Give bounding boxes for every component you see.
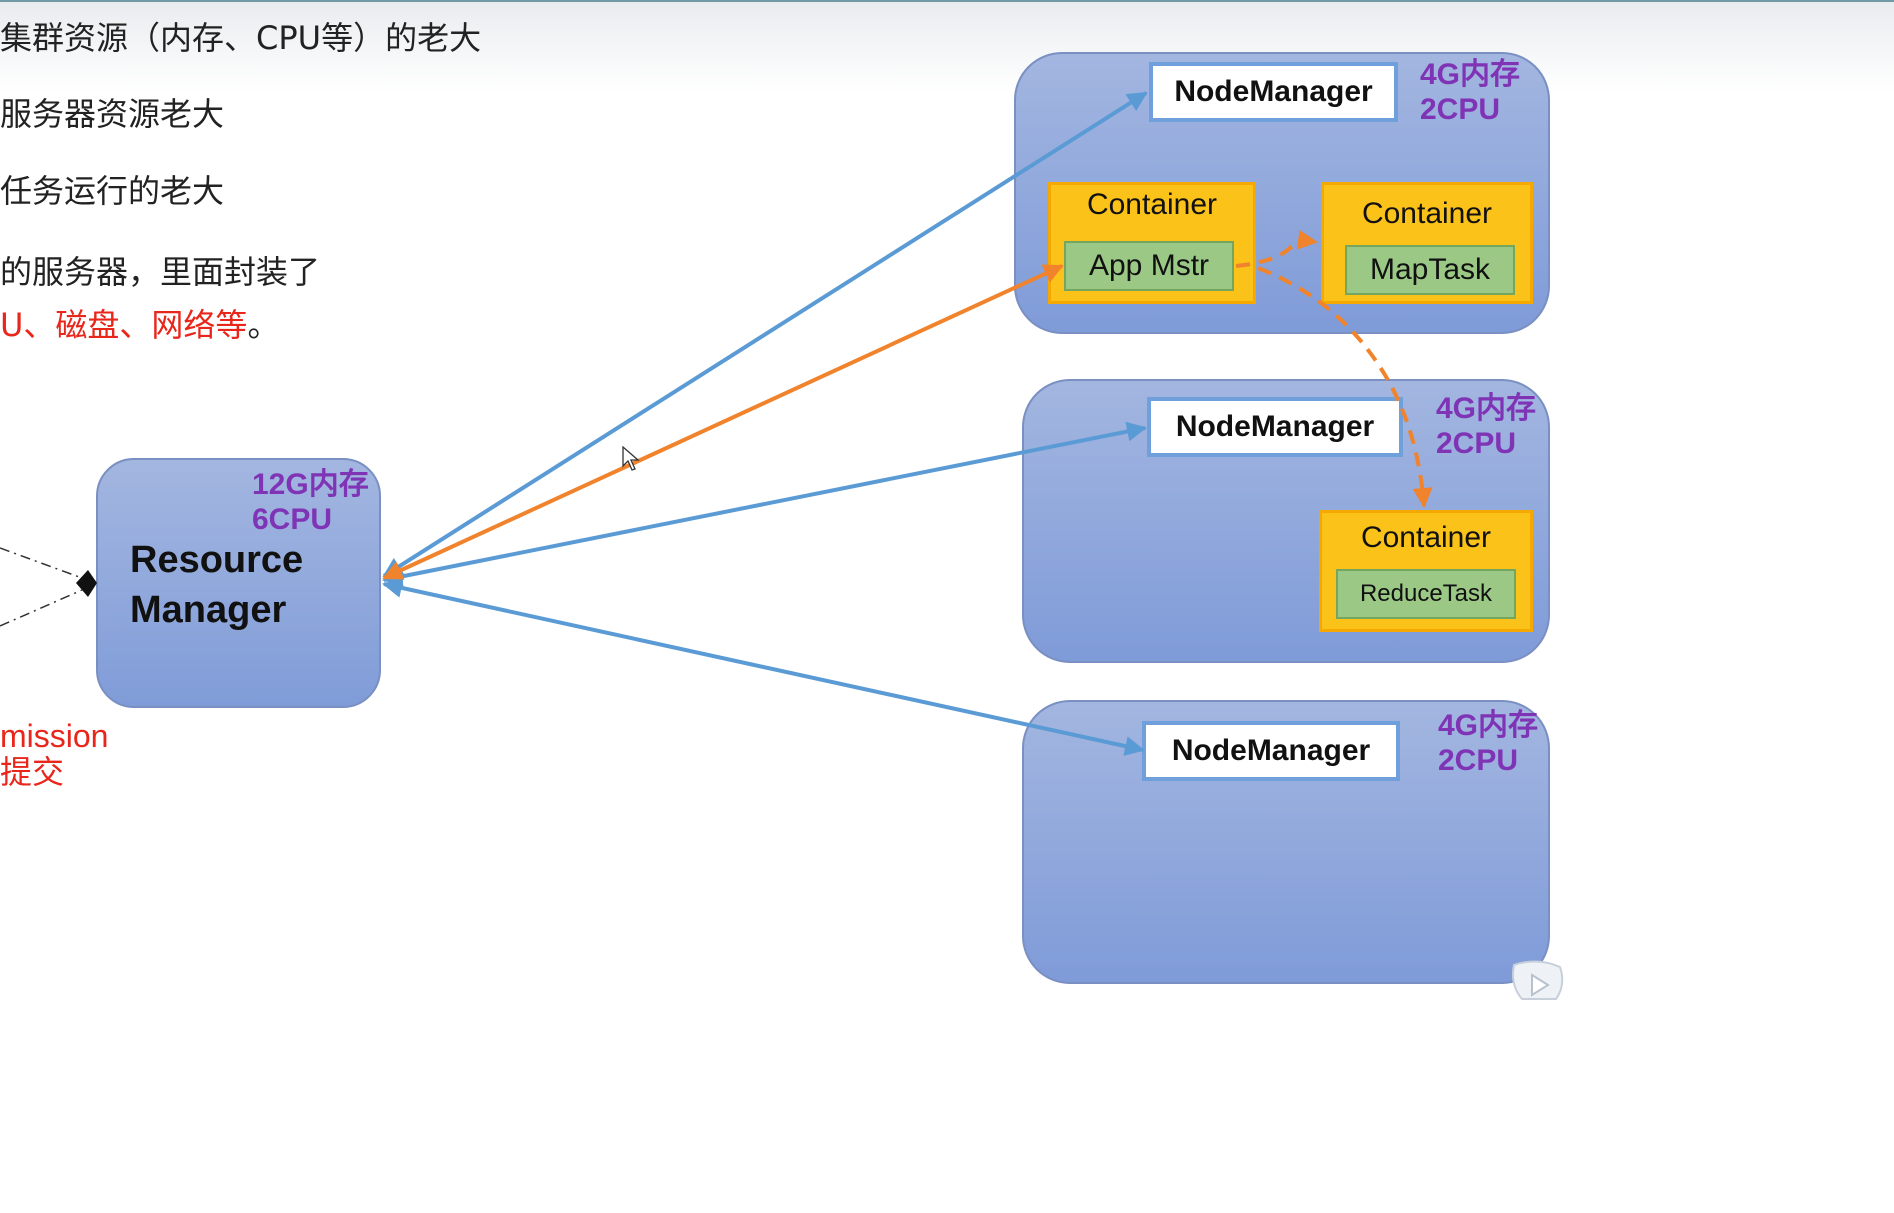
text-line-cluster-resources: 集群资源（内存、CPU等）的老大 — [0, 19, 482, 57]
yarn-architecture-slide: 集群资源（内存、CPU等）的老大 服务器资源老大 任务运行的老大 的服务器，里面… — [0, 19, 1568, 1003]
resource-manager-box — [96, 458, 381, 708]
node-1-nodemanager: NodeManager — [1149, 62, 1398, 122]
node-1-spec: 4G内存 2CPU — [1420, 58, 1521, 126]
text-line-server-resources: 服务器资源老大 — [0, 95, 225, 133]
text-line-submission: mission — [0, 718, 109, 754]
container-title: Container — [1361, 197, 1493, 230]
arrow-appmaster-rm — [382, 264, 1064, 580]
node-2-container-reducetask: Container ReduceTask — [1319, 510, 1533, 632]
node-3-spec: 4G内存 2CPU — [1438, 709, 1539, 777]
container-title: Container — [1360, 521, 1492, 554]
node-2-spec: 4G内存 2CPU — [1436, 392, 1537, 460]
task-map: MapTask — [1345, 245, 1515, 295]
arrow-appmaster-maptask — [1235, 229, 1318, 268]
node-1-container-maptask: Container MapTask — [1321, 182, 1533, 304]
text-line-task-running: 任务运行的老大 — [0, 172, 225, 210]
window-top-border — [0, 0, 1894, 2]
slide-top-gradient — [0, 2, 1894, 92]
connector-layer — [0, 91, 1433, 756]
node-2-nodemanager: NodeManager — [1147, 397, 1403, 457]
resource-manager-spec: 12G内存 6CPU — [252, 468, 369, 536]
arrow-appmaster-reducetask — [1257, 266, 1433, 508]
diamond-arrowhead-icon — [76, 570, 97, 597]
arrow-rm-node3 — [382, 578, 1145, 756]
resource-manager-label: Resource Manager — [130, 539, 304, 631]
play-button-icon[interactable] — [1508, 955, 1568, 1003]
mouse-pointer-icon — [622, 446, 640, 471]
text-line-server-encapsulates: 的服务器，里面封装了 — [0, 253, 321, 291]
text-line-hardware: U、磁盘、网络等。 — [0, 305, 279, 345]
text-hardware-red: U、磁盘、网络等 — [0, 306, 248, 344]
client-submit-lines — [0, 547, 97, 627]
text-hardware-period: 。 — [247, 306, 280, 344]
text-line-submit: 提交 — [0, 753, 65, 791]
task-reduce: ReduceTask — [1336, 569, 1516, 619]
